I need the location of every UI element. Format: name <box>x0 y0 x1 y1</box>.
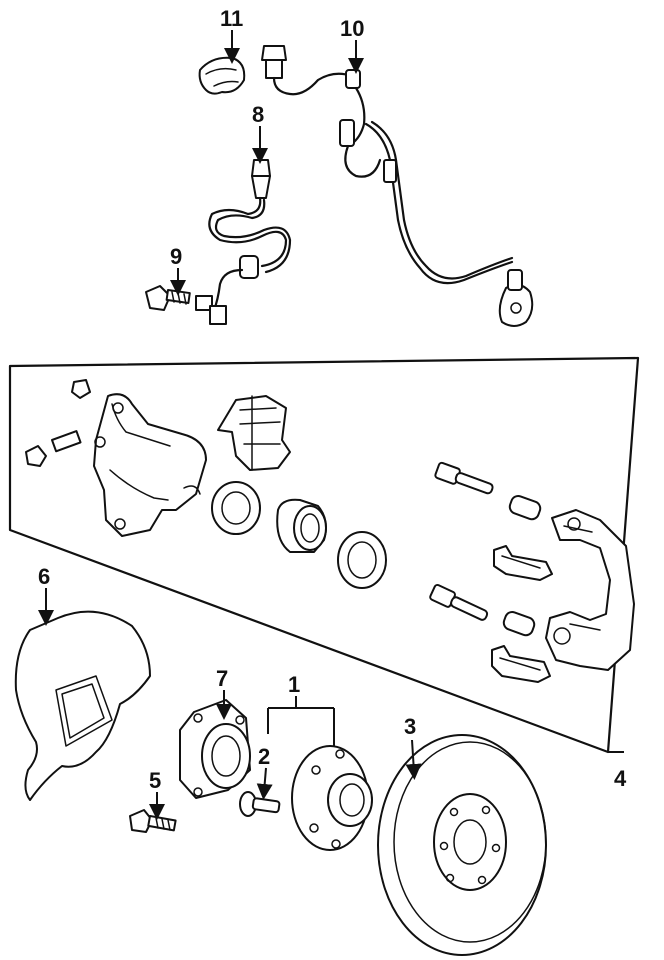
part-1-hub <box>291 745 373 851</box>
callout-7: 7 <box>216 666 228 691</box>
callout-6: 6 <box>38 564 50 589</box>
part-11-clip <box>198 56 246 95</box>
part-7-hub-bearing <box>179 699 251 799</box>
piston-seal <box>211 481 261 535</box>
pin-boots <box>502 494 542 637</box>
callout-5: 5 <box>149 768 161 793</box>
part-6-dust-shield <box>14 610 151 801</box>
guide-pins <box>429 461 494 621</box>
callout-9: 9 <box>170 244 182 269</box>
callout-4: 4 <box>614 766 627 791</box>
callout-10: 10 <box>340 16 364 41</box>
piston <box>276 498 327 553</box>
callout-8: 8 <box>252 102 264 127</box>
brake-pads <box>491 545 553 683</box>
part-3-rotor <box>377 734 547 956</box>
callout-lines <box>38 30 624 820</box>
callout-3: 3 <box>404 714 416 739</box>
part-10-sensor-harness <box>261 45 534 327</box>
callout-2: 2 <box>258 744 270 769</box>
caliper-bolts <box>25 379 91 467</box>
piston-boot <box>337 531 387 589</box>
callout-1: 1 <box>288 672 300 697</box>
pad-clips <box>217 395 291 471</box>
part-9-bolt <box>145 285 191 311</box>
part-5-bolt <box>129 809 177 833</box>
caliper-bracket <box>545 509 635 671</box>
callout-11: 11 <box>220 6 243 31</box>
caliper-body <box>93 393 207 537</box>
part-8-sensor <box>195 159 292 325</box>
part-2-wheel-stud <box>239 791 281 817</box>
